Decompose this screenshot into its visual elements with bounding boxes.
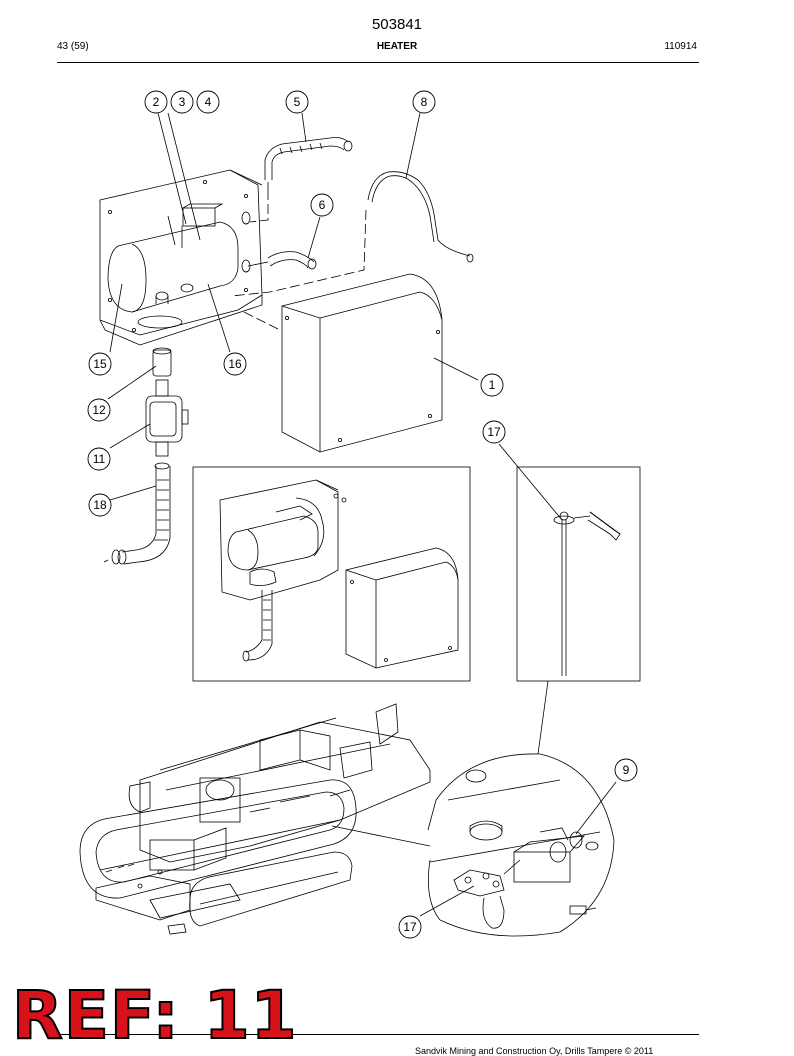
- svg-text:1: 1: [489, 378, 496, 392]
- svg-text:5: 5: [294, 95, 301, 109]
- callout-8: 8: [412, 90, 436, 114]
- cover-1: [281, 273, 479, 453]
- document-number: 503841: [371, 16, 423, 33]
- date-code: 110914: [664, 41, 697, 52]
- svg-text:11: 11: [93, 452, 106, 466]
- page-title: HEATER: [376, 41, 418, 52]
- drill-rig-machine: [79, 703, 431, 935]
- page-indicator: 43 (59): [57, 41, 89, 52]
- sensor-cable-8: [367, 171, 474, 263]
- sensor-inset: [516, 466, 641, 682]
- callout-markers: 2 3 4 5 8 6 15 16 1 12 17 11 18 9 17: [87, 90, 638, 939]
- callout-2: 2: [144, 90, 168, 114]
- callout-6: 6: [310, 193, 334, 217]
- callout-12: 12: [87, 398, 111, 422]
- callout-1: 1: [480, 373, 504, 397]
- copyright-footer: Sandvik Mining and Construction Oy, Dril…: [415, 1046, 654, 1056]
- exhaust-pipe-18: [103, 462, 171, 565]
- detail-leader: [537, 680, 549, 755]
- svg-text:15: 15: [93, 357, 107, 371]
- silencer-11: [145, 379, 189, 457]
- callout-17-lower: 17: [398, 915, 422, 939]
- mounting-detail: [427, 753, 615, 937]
- callout-18: 18: [88, 493, 112, 517]
- svg-text:6: 6: [319, 198, 326, 212]
- footer-rule: [57, 1034, 699, 1035]
- hose-6: [247, 251, 317, 270]
- callout-9: 9: [614, 758, 638, 782]
- exhaust-clamp-12: [152, 347, 172, 377]
- assembled-heater-inset: [192, 466, 471, 682]
- callout-15: 15: [88, 352, 112, 376]
- svg-text:4: 4: [205, 95, 212, 109]
- header-rule: [57, 62, 699, 63]
- callout-leaders: [107, 112, 617, 917]
- svg-text:16: 16: [228, 357, 242, 371]
- heater-unit: [107, 203, 239, 313]
- svg-text:17: 17: [403, 920, 417, 934]
- callout-11: 11: [87, 447, 111, 471]
- svg-text:18: 18: [93, 498, 107, 512]
- hose-5: [264, 137, 353, 190]
- callout-5: 5: [285, 90, 309, 114]
- assembly-leaders: [231, 190, 367, 331]
- callout-4: 4: [196, 90, 220, 114]
- svg-text:8: 8: [421, 95, 428, 109]
- callout-3: 3: [170, 90, 194, 114]
- svg-text:9: 9: [623, 763, 630, 777]
- svg-text:3: 3: [179, 95, 186, 109]
- callout-16: 16: [223, 352, 247, 376]
- heater-bracket: [99, 169, 263, 346]
- ref-stamp: REF: 11: [11, 977, 298, 1054]
- svg-text:17: 17: [487, 425, 501, 439]
- svg-text:12: 12: [92, 403, 106, 417]
- callout-17-upper: 17: [482, 420, 506, 444]
- svg-text:2: 2: [153, 95, 160, 109]
